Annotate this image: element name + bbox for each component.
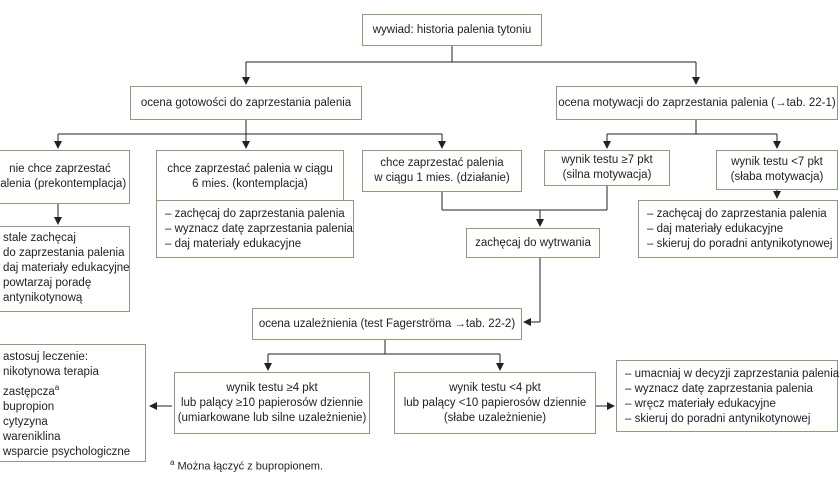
low-dependence-line: lub palący <10 papierosów dziennie <box>403 396 587 409</box>
action-item: – umacniaj w decyzji zaprzestania paleni… <box>625 368 840 380</box>
dependence-assessment-box: ocena uzależnienia (test Fagerströma →ta… <box>252 308 522 340</box>
contemplation-box: chce zaprzestać palenia w ciągu 6 mies. … <box>156 150 344 204</box>
action-item: – wręcz materiały edukacyjne <box>625 398 776 410</box>
encourage-persistence-box: zachęcaj do wytrwania <box>466 228 600 258</box>
footnote: a Można łączyć z bupropionem. <box>170 458 323 473</box>
strong-motivation-line: (silna motywacja) <box>562 169 652 181</box>
high-dependence-box: wynik testu ≥4 pkt lub palący ≥10 papier… <box>174 372 370 434</box>
treatment-item: bupropion <box>3 400 55 413</box>
dependence-assessment-label: ocena uzależnienia (test Fagerströma →ta… <box>258 317 516 330</box>
precontemplation-box: nie chce zaprzestać palenia (prekontempl… <box>0 150 130 204</box>
weak-motivation-box: wynik testu <7 pkt (słaba motywacja) <box>716 150 838 190</box>
precontemplation-line: palenia (prekontemplacja) <box>0 178 127 190</box>
action-stage-box: chce zaprzestać palenia w ciągu 1 mies. … <box>362 150 522 192</box>
treatment-box: astosuj leczenie: nikotynowa terapia zas… <box>0 344 146 462</box>
encourage-persistence-label: zachęcaj do wytrwania <box>475 236 591 249</box>
high-dependence-line: (umiarkowane lub silne uzależnienie) <box>177 411 367 424</box>
readiness-assessment-label: ocena gotowości do zaprzestania palenia <box>140 96 352 109</box>
treatment-item: wareniklina <box>3 430 61 443</box>
precontemplation-actions-box: stale zachęcaj do zaprzestania palenia d… <box>0 226 130 312</box>
footnote-mark: a <box>170 458 175 467</box>
strong-motivation-box: wynik testu ≥7 pkt (silna motywacja) <box>544 150 670 186</box>
footnote-text: Można łączyć z bupropionem. <box>177 460 324 473</box>
action-item: stale zachęcaj <box>3 232 76 244</box>
treatment-item: nikotynowa terapia <box>3 366 99 378</box>
treatment-item: cytyzyna <box>3 415 48 428</box>
high-dependence-line: lub palący ≥10 papierosów dziennie <box>180 396 364 409</box>
action-item: do zaprzestania palenia <box>3 247 125 259</box>
smoking-history-label: wywiad: historia palenia tytoniu <box>372 23 532 36</box>
action-stage-line: chce zaprzestać palenia <box>380 157 504 169</box>
action-item: – skieruj do poradni antynikotynowej <box>647 238 833 250</box>
smoking-history-box: wywiad: historia palenia tytoniu <box>362 14 542 46</box>
precontemplation-line: nie chce zaprzestać <box>9 163 111 175</box>
footnote-ref: a <box>54 383 60 392</box>
action-item: – wyznacz datę zaprzestania palenia <box>165 223 353 235</box>
contemplation-line: 6 mies. (kontemplacja) <box>192 178 308 190</box>
contemplation-line: chce zaprzestać palenia w ciągu <box>167 163 333 175</box>
low-dependence-line: (słabe uzależnienie) <box>443 411 547 424</box>
action-item: – zachęcaj do zaprzestania palenia <box>647 208 827 220</box>
action-item: – skieruj do poradni antynikotynowej <box>625 413 811 425</box>
strong-motivation-line: wynik testu ≥7 pkt <box>561 154 653 166</box>
action-item: daj materiały edukacyjne <box>3 262 130 274</box>
treatment-item: wsparcie psychologiczne <box>3 445 131 458</box>
contemplation-actions-box: – zachęcaj do zaprzestania palenia – wyz… <box>156 200 354 258</box>
low-dependence-line: wynik testu <4 pkt <box>449 381 541 394</box>
treatment-item: zastępczaa <box>3 380 141 400</box>
motivation-assessment-box: ocena motywacji do zaprzestania palenia … <box>556 86 838 120</box>
weak-motivation-line: wynik testu <7 pkt <box>731 156 823 168</box>
treatment-item-text: zastępcza <box>3 385 55 398</box>
action-item: – wyznacz datę zaprzestania palenia <box>625 383 813 395</box>
motivation-assessment-label: ocena motywacji do zaprzestania palenia … <box>558 96 836 109</box>
weak-motivation-line: (słaba motywacja) <box>730 171 824 183</box>
weak-motivation-actions-box: – zachęcaj do zaprzestania palenia – daj… <box>638 200 838 258</box>
readiness-assessment-box: ocena gotowości do zaprzestania palenia <box>130 86 362 120</box>
action-item: powtarzaj poradę <box>3 277 92 289</box>
action-item: – daj materiały edukacyjne <box>647 223 784 235</box>
treatment-title: astosuj leczenie: <box>3 351 89 363</box>
action-item: – daj materiały edukacyjne <box>165 238 302 250</box>
action-item: – zachęcaj do zaprzestania palenia <box>165 208 345 220</box>
weak-dependence-actions-box: – umacniaj w decyzji zaprzestania paleni… <box>616 360 840 432</box>
action-item: antynikotynową <box>3 292 83 304</box>
low-dependence-box: wynik testu <4 pkt lub palący <10 papier… <box>394 372 596 434</box>
action-stage-line: w ciągu 1 mies. (działanie) <box>374 172 510 184</box>
high-dependence-line: wynik testu ≥4 pkt <box>226 381 318 394</box>
